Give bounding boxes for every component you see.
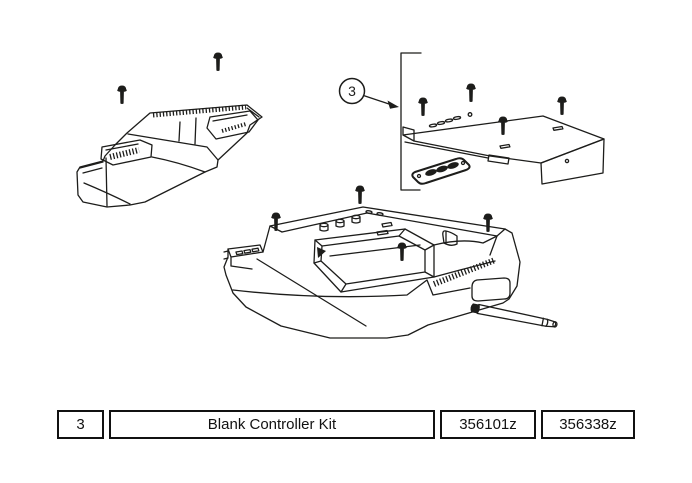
screw-icon xyxy=(271,212,281,232)
screw-icon xyxy=(483,213,493,233)
screw-icon xyxy=(117,85,127,105)
base-housing-part xyxy=(223,206,521,339)
screw-icon xyxy=(557,96,567,116)
gasket-part xyxy=(411,157,471,185)
callout-3: 3 xyxy=(338,77,399,109)
parts-table: 3 Blank Controller Kit 356101z 356338z xyxy=(57,410,635,439)
screw-icon xyxy=(466,83,476,103)
group-bracket xyxy=(400,52,422,191)
screw-icon xyxy=(498,116,508,136)
screw-icon xyxy=(213,52,223,72)
callout-circle xyxy=(338,77,366,105)
screw-icon xyxy=(418,97,428,117)
screw-icon xyxy=(397,242,407,262)
parts-table-part-number-left-cell: 356101z xyxy=(440,410,536,439)
parts-table-ref-cell: 3 xyxy=(57,410,104,439)
arrow-icon xyxy=(362,94,393,106)
console-cover-part xyxy=(76,104,263,208)
callout-label: 3 xyxy=(348,83,356,99)
antenna-part xyxy=(470,303,558,328)
parts-table-description-cell: Blank Controller Kit xyxy=(109,410,435,439)
screw-icon xyxy=(355,185,365,205)
blank-plate-part xyxy=(402,112,605,185)
parts-table-part-number-right-cell: 356338z xyxy=(541,410,635,439)
